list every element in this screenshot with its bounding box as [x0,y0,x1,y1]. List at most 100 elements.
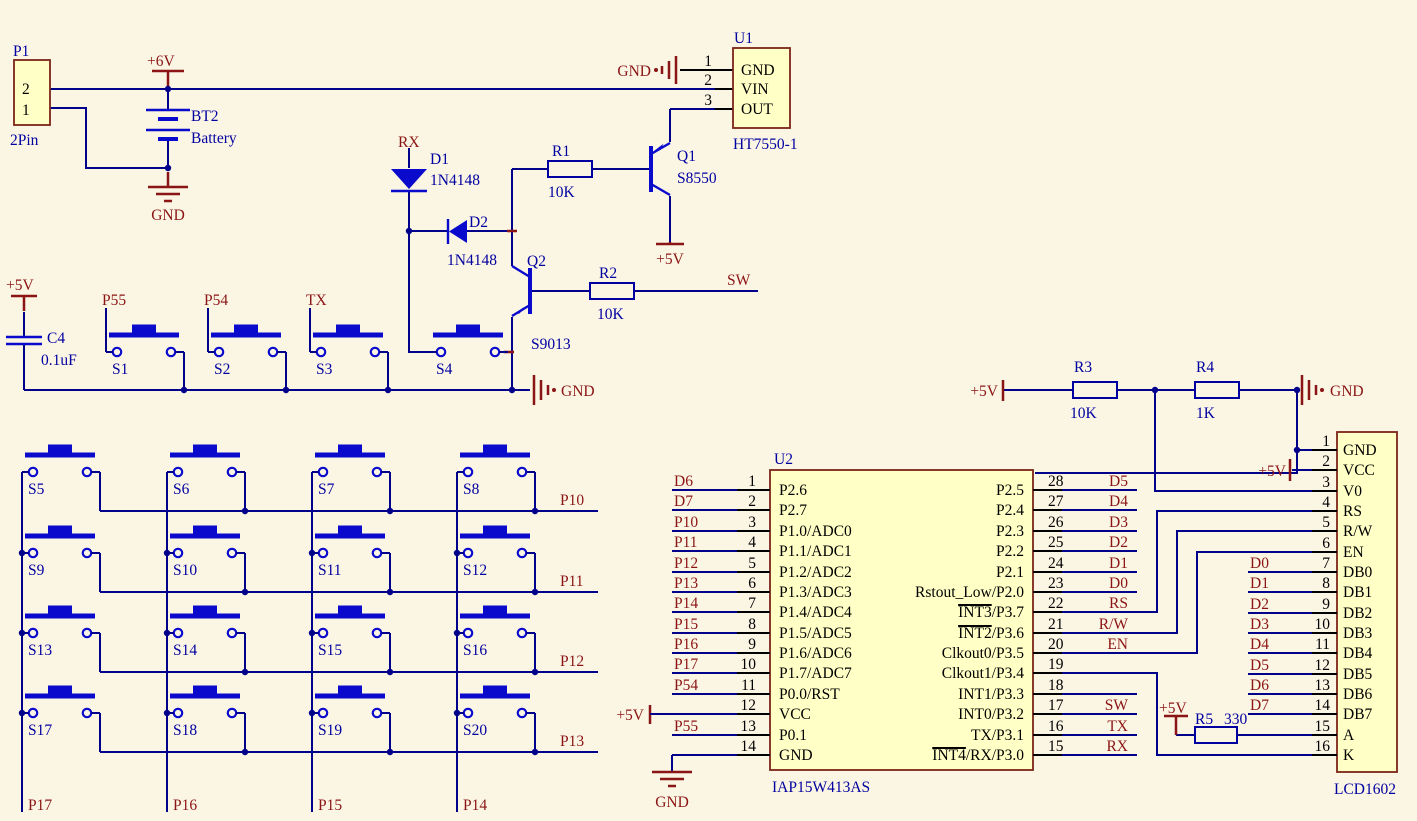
ref-s18: S18 [173,722,197,739]
ref-s11: S11 [318,562,342,579]
junction-dot [384,386,392,394]
value-d2: 1N4148 [447,252,497,269]
ref-s1: S1 [112,361,128,378]
net-label: D2 [1109,534,1128,551]
transistor-q1-arrow [654,143,664,151]
pin-name: DB5 [1343,666,1373,683]
junction-dot [386,668,394,676]
pin-number: 16 [1048,718,1064,735]
net-label: D2 [1250,596,1269,613]
pin-name: INT3/P3.7 [958,604,1024,621]
pin-number: 6 [1322,535,1330,552]
button-pin [172,547,184,559]
ref-u1: U1 [734,30,753,47]
pin-number: 3 [1322,474,1330,491]
ref-s2: S2 [214,361,230,378]
net-label: RS [1109,595,1128,612]
value-r4: 1K [1196,405,1216,422]
button-pin [172,707,184,719]
erc-tick [504,229,517,354]
net-label: TX [1107,718,1128,735]
junction-dot [508,386,516,394]
pin-name: GND [741,62,775,79]
value-r5: 330 [1224,711,1248,728]
button-cap-s17 [48,685,72,695]
net-label: D5 [1250,657,1269,674]
pin-name: P0.1 [779,727,807,744]
ref-s4: S4 [436,361,453,378]
pin-name: VIN [741,81,769,98]
net-label: P14 [674,595,698,612]
ref-s14: S14 [173,642,197,659]
components [6,47,1398,773]
button-pin [371,466,383,478]
junction-dot [531,507,539,515]
net-label-p54: P54 [204,292,228,309]
p1-pin-number: 1 [22,102,30,119]
ref-r3: R3 [1074,359,1092,376]
ref-r4: R4 [1196,359,1214,376]
pin-name: P1.5/ADC5 [779,625,852,642]
value-u2: IAP15W413AS [772,779,870,796]
pin-name: P2.7 [779,502,807,519]
button-pin [317,627,329,639]
ground-bar-symbol [660,56,678,84]
pin-number: 4 [1322,494,1330,511]
pin-number: 1 [704,53,712,70]
net-label: D4 [1250,636,1269,653]
power-flag-6v [152,69,184,87]
value-r2: 10K [597,306,625,323]
net-label: D1 [1250,575,1269,592]
net-label: RX [1106,738,1128,755]
net-label: D4 [1109,493,1128,510]
junction-dot [1293,446,1301,454]
ref-s3: S3 [316,361,333,378]
net-label: P10 [674,514,698,531]
junction-dot [164,164,172,172]
net-label-col: P15 [318,797,342,814]
button-pin [516,466,528,478]
pin-number: 15 [1315,718,1331,735]
lcd-connector-body [1336,431,1398,773]
pin-number: 8 [748,616,756,633]
button-cap-s11 [338,525,362,535]
pin-name: A [1343,727,1355,744]
net-label: D3 [1109,514,1128,531]
pin-number: 28 [1048,473,1064,490]
net-label-row: P11 [560,573,584,590]
pin-name: Clkout1/P3.4 [942,665,1025,682]
ref-s13: S13 [28,642,52,659]
ref-s5: S5 [28,481,45,498]
pin-name: P1.0/ADC0 [779,523,852,540]
resistor-r2-body [589,282,635,300]
button-cap-s4 [456,324,480,334]
ground-bar-symbol [532,375,550,405]
ref-s10: S10 [173,562,197,579]
pin-number: 7 [1322,555,1330,572]
transistor-q2 [511,264,531,318]
net-label-col: P16 [173,797,197,814]
junction-dot [386,507,394,515]
pin-number: 19 [1048,656,1064,673]
net-label: D0 [1250,555,1269,572]
net-label: D3 [1250,616,1269,633]
value-q1: S8550 [677,170,717,187]
button-pin [516,547,528,559]
pin-name: EN [1343,544,1364,561]
pin-name: INT4/RX/P3.0 [932,747,1024,764]
net-label: R/W [1099,616,1129,633]
junction-dot [386,588,394,596]
ground-bar-symbol [1320,388,1324,392]
pin-number: 2 [1322,453,1330,470]
pin-number: 20 [1048,636,1064,653]
button-pin [462,627,474,639]
ref-s17: S17 [28,722,52,739]
pin-name: P2.5 [996,482,1024,499]
wire [23,308,530,391]
ground-earth-symbol [652,770,692,788]
regulator-u1-body [732,47,791,129]
button-pin [27,547,39,559]
button-pin [371,707,383,719]
wire [50,88,733,169]
